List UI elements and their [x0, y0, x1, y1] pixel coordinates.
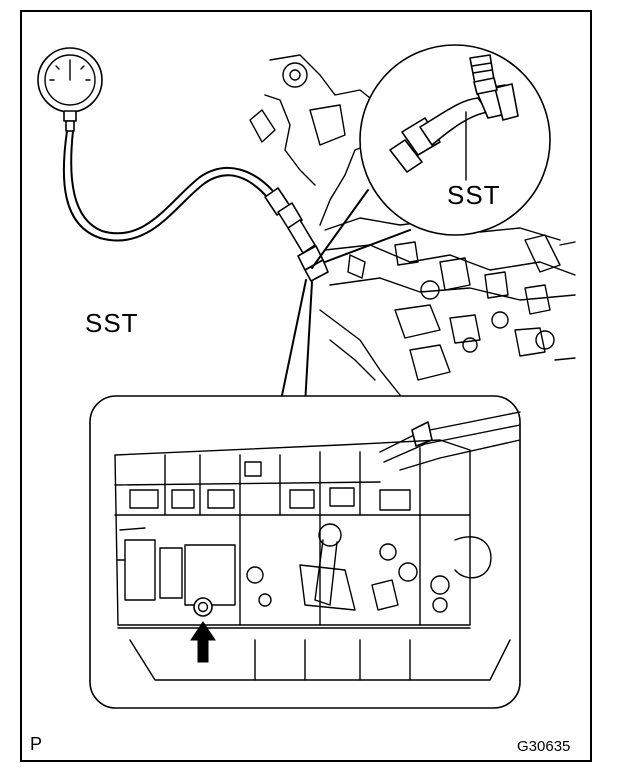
zoom-circle-fitting	[311, 44, 551, 269]
figure-frame	[20, 10, 592, 762]
inset-detail	[89, 395, 521, 709]
pressure-gauge-icon	[37, 47, 103, 132]
arrow-up-icon	[190, 621, 216, 663]
leader-lines-inset	[279, 279, 313, 406]
figure-code: G30635	[517, 738, 571, 755]
transmission-upper	[249, 54, 576, 396]
sst-hose	[62, 130, 273, 242]
sst-fitting	[264, 187, 329, 282]
sst-label-hose: SST	[85, 308, 139, 338]
corner-mark: P	[30, 734, 43, 754]
sst-label-fitting: SST	[447, 180, 501, 210]
